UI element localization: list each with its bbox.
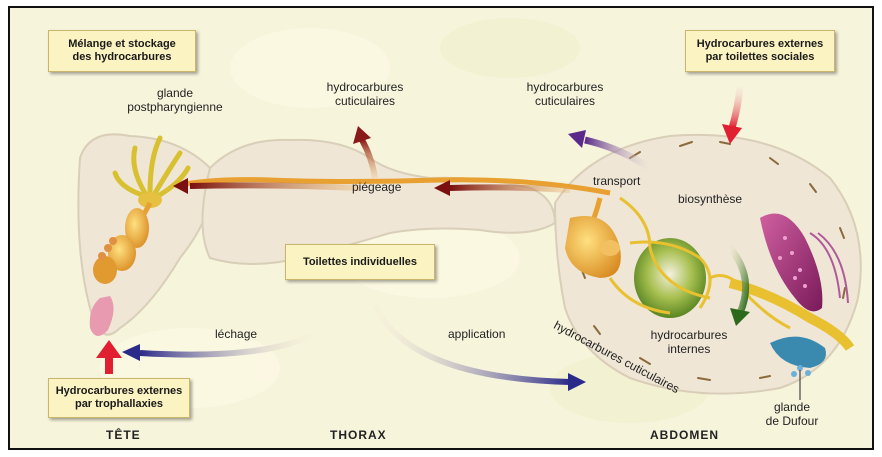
label-lechage: léchage (215, 327, 257, 341)
region-tete: TÊTE (106, 428, 141, 442)
box-sociales-line2: par toilettes sociales (706, 51, 815, 64)
label-hc-abdomen-line1: hydrocarbures (510, 80, 620, 94)
box-toilettes-sociales: Hydrocarbures externes par toilettes soc… (685, 30, 835, 72)
arrow-application (375, 306, 570, 382)
label-biosynthese: biosynthèse (678, 192, 742, 206)
box-trophallaxies-line2: par trophallaxies (75, 398, 163, 411)
label-piegeage: piégeage (352, 180, 401, 194)
box-melange-stockage: Mélange et stockage des hydrocarbures (48, 30, 196, 72)
label-hc-internes-line1: hydrocarbures (634, 328, 744, 342)
region-abdomen: ABDOMEN (650, 428, 719, 442)
label-transport: transport (593, 174, 640, 188)
label-hc-internes-line2: internes (634, 342, 744, 356)
label-hc-thorax-line1: hydrocarbures (310, 80, 420, 94)
box-melange-line2: des hydrocarbures (72, 51, 171, 64)
arrow-to-head (190, 185, 360, 188)
label-dufour-line2: de Dufour (752, 414, 832, 428)
box-sociales-line1: Hydrocarbures externes (697, 38, 824, 51)
label-hc-internes: hydrocarbures internes (634, 328, 744, 356)
label-hc-cuticulaires-thorax: hydrocarbures cuticulaires (310, 80, 420, 108)
region-thorax: THORAX (330, 428, 387, 442)
box-trophallaxies: Hydrocarbures externes par trophallaxies (48, 378, 190, 418)
label-dufour-line1: glande (752, 400, 832, 414)
label-hc-cuticulaires-abdomen: hydrocarbures cuticulaires (510, 80, 620, 108)
label-glande-line1: glande (120, 86, 230, 100)
arrow-to-piegeage (450, 187, 570, 190)
label-glande-dufour: glande de Dufour (752, 400, 832, 428)
box-individuelles-label: Toilettes individuelles (303, 256, 417, 269)
box-melange-line1: Mélange et stockage (68, 38, 176, 51)
label-glande-postpharyngienne: glande postpharyngienne (120, 86, 230, 114)
label-hc-thorax-line2: cuticulaires (310, 94, 420, 108)
box-toilettes-individuelles: Toilettes individuelles (285, 244, 435, 280)
label-glande-line2: postpharyngienne (120, 100, 230, 114)
box-trophallaxies-line1: Hydrocarbures externes (56, 385, 183, 398)
arrow-toilettes-sociales (732, 86, 740, 128)
diagram-frame: Mélange et stockage des hydrocarbures Hy… (8, 6, 874, 450)
label-application: application (448, 327, 505, 341)
label-hc-abdomen-line2: cuticulaires (510, 94, 620, 108)
